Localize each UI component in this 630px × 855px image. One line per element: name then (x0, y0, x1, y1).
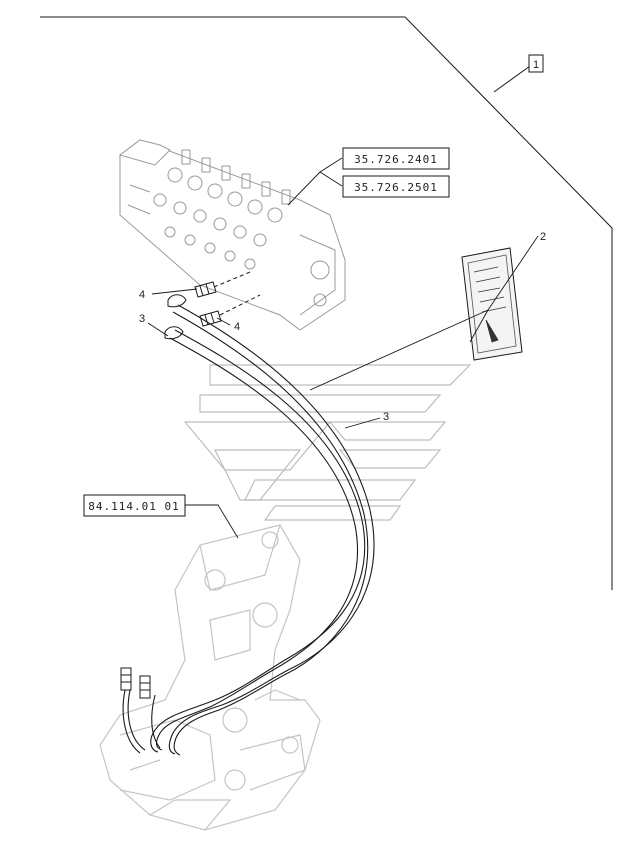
swing-bracket (99, 524, 321, 831)
hose-bundle (122, 304, 375, 756)
dash-line-fitting-right (219, 294, 261, 316)
ref-box-1 (528, 54, 544, 73)
callout-item-4-left: 4 (139, 289, 145, 301)
hose-end-fitting-lower (164, 326, 184, 340)
ref-box-hose (83, 494, 186, 517)
fitting-left (194, 281, 217, 298)
leader-lines (147, 157, 539, 539)
watermark-logo (183, 364, 472, 521)
ref-box-valve-a (342, 147, 450, 170)
ref-valve-a-label: 35.726.2401 (354, 153, 438, 166)
ref-valve-b-label: 35.726.2501 (354, 181, 438, 194)
callout-item-2: 2 (540, 231, 546, 243)
ref-1-label: 1 (533, 59, 539, 71)
fitting-right (199, 310, 222, 327)
hose-end-fitting-upper (167, 294, 187, 308)
ref-box-valve-b (342, 175, 450, 198)
ref-1-leader (493, 65, 531, 93)
callout-item-3-hose: 3 (139, 313, 145, 325)
control-valve (118, 139, 346, 331)
hose-end-fitting-bottom-right (139, 675, 151, 699)
hose-end-fitting-bottom-left (120, 667, 132, 691)
callout-item-4-right: 4 (234, 321, 240, 333)
frame-border (40, 16, 613, 590)
ref-hose-label: 84.114.01 01 (88, 500, 179, 513)
callout-item-3-upper: 3 (383, 411, 389, 423)
